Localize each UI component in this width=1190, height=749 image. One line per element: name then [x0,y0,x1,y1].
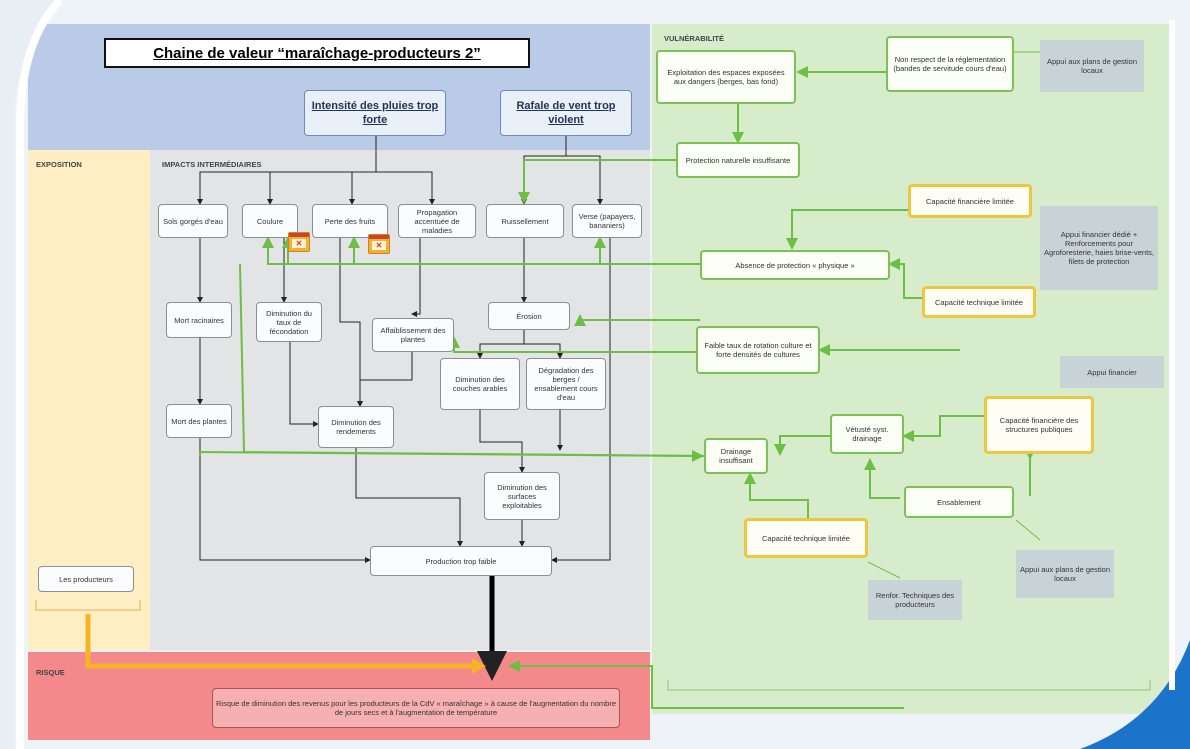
impact-diminution-rendements: Diminution des rendements [318,406,394,448]
impact-mort-racinaires: Mort racinaires [166,302,232,338]
impact-propagation: Propagation accentuée de maladies [398,204,476,238]
vuln-protection-naturelle: Protection naturelle insuffisante [676,142,800,178]
vuln-absence-protection: Absence de protection « physique » [700,250,890,280]
impact-sols-gorges: Sols gorgés d'eau [158,204,228,238]
page-title: Chaine de valeur “maraîchage-producteurs… [104,38,530,68]
impact-diminution-surfaces: Diminution des surfaces exploitables [484,472,560,520]
note-renfor-techniques: Renfor. Techniques des producteurs [868,580,962,620]
section-label-exposition: EXPOSITION [36,160,82,169]
vuln-non-respect: Non respect de la réglementation (bandes… [886,36,1014,92]
impact-coulure: Coulure [242,204,298,238]
vuln-drainage-insuffisant: Drainage insuffisant [704,438,768,474]
exposition-producteurs: Les producteurs [38,566,134,592]
note-appui-plans-2: Appui aux plans de gestion locaux [1016,550,1114,598]
note-appui-financier: Appui financier [1060,356,1164,388]
impact-diminution-fecondation: Diminution du taux de fécondation [256,302,322,342]
hazard-pluies: Intensité des pluies trop forte [304,90,446,136]
impact-degradation-berges: Dégradation des berges / ensablement cou… [526,358,606,410]
calendar-icon: ✕ [368,234,390,254]
note-appui-financier-dedie: Appui financier dédié + Renforcements po… [1040,206,1158,290]
vuln-ensablement: Ensablement [904,486,1014,518]
impact-diminution-couches: Diminution des couches arables [440,358,520,410]
impact-production-faible: Production trop faible [370,546,552,576]
section-label-impacts: IMPACTS INTERMÉDIAIRES [162,160,262,169]
vuln-capacite-financiere: Capacité financière limitée [908,184,1032,218]
vuln-capacite-fin-structures: Capacité financière des structures publi… [984,396,1094,454]
section-label-vulnerabilite: VULNÉRABILITÉ [664,34,724,43]
risk-statement: Risque de diminution des revenus pour le… [212,688,620,728]
impact-ruissellement: Ruissellement [486,204,564,238]
impact-erosion: Érosion [488,302,570,330]
impact-mort-plantes: Mort des plantes [166,404,232,438]
vuln-capacite-technique: Capacité technique limitée [922,286,1036,318]
vuln-faible-taux: Faible taux de rotation culture et forte… [696,326,820,374]
vuln-capacite-tech-limitee: Capacité technique limitée [744,518,868,558]
impact-verse: Verse (papayers, bananiers) [572,204,642,238]
impact-perte-fruits: Perte des fruits [312,204,388,238]
section-label-risque: RISQUE [36,668,65,677]
impact-affaiblissement: Affaiblissement des plantes [372,318,454,352]
calendar-icon: ✕ [288,232,310,252]
vuln-exploitation: Exploitation des espaces exposées aux da… [656,50,796,104]
note-appui-plans-1: Appui aux plans de gestion locaux [1040,40,1144,92]
vuln-vetuste-drainage: Vétusté syst. drainage [830,414,904,454]
hazard-vent: Rafale de vent trop violent [500,90,632,136]
